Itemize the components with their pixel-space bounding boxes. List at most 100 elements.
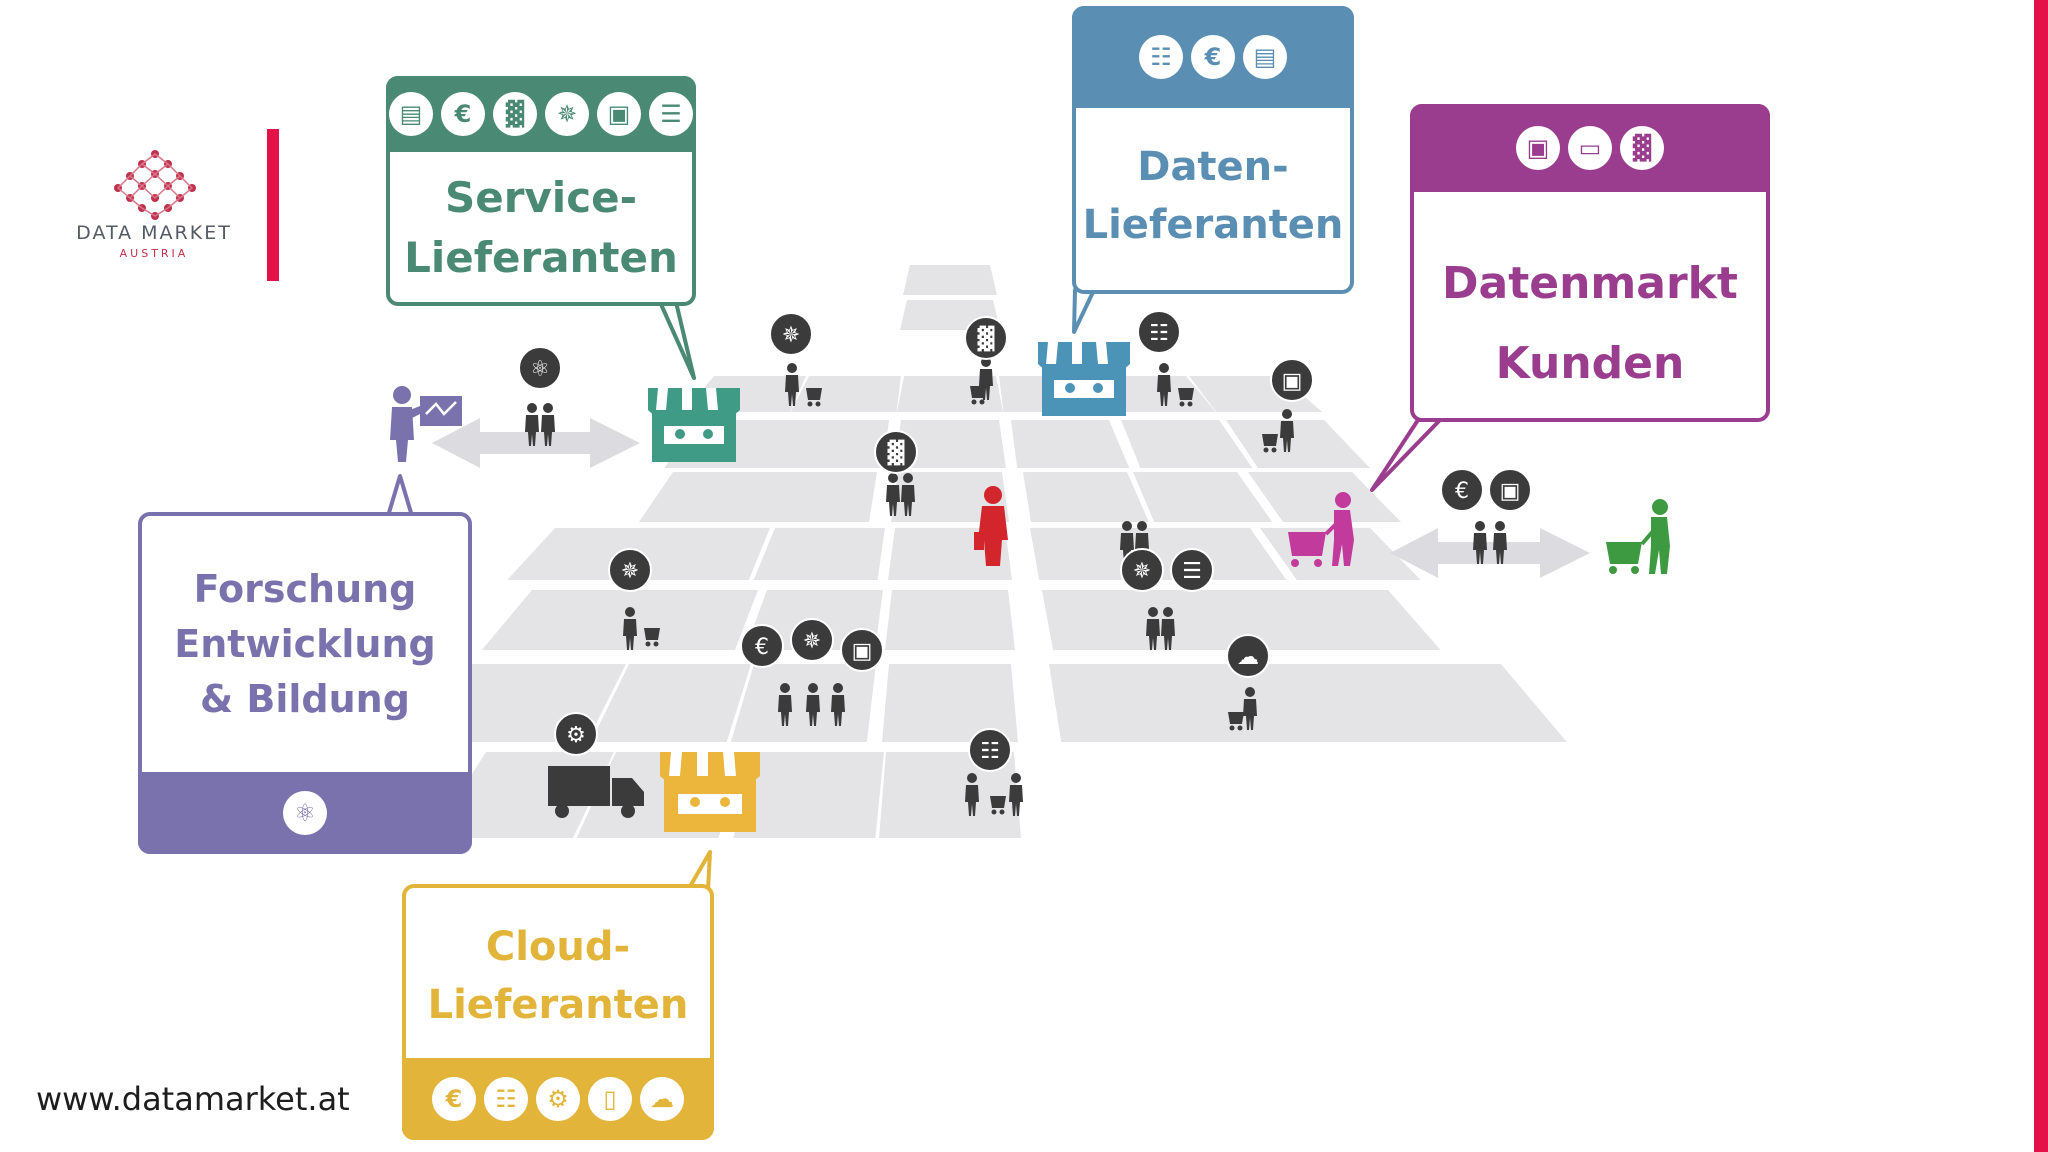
code-window-icon: ▭ xyxy=(1568,126,1612,170)
icon-circles-layer: ⚛✵▓☷▣▓✵✵☰€✵▣☁⚙☷€▣ xyxy=(518,310,1532,772)
svg-text:▓: ▓ xyxy=(978,325,995,352)
document-icon: ▤ xyxy=(389,92,433,136)
dark-icon-circle: € xyxy=(1440,468,1484,512)
person-figure xyxy=(1473,521,1487,564)
grid-tile xyxy=(605,590,758,650)
atom-icon: ⚛ xyxy=(283,791,327,835)
dark-icon-circle: ▣ xyxy=(1488,468,1532,512)
cart-figure xyxy=(644,628,660,647)
svg-text:☷: ☷ xyxy=(1149,321,1169,346)
euro-icon: € xyxy=(1191,35,1235,79)
svg-text:☁: ☁ xyxy=(1237,645,1259,670)
page-edge-bar xyxy=(2034,0,2048,1152)
svg-text:€: € xyxy=(1455,479,1469,504)
svg-text:▣: ▣ xyxy=(1500,479,1521,504)
dark-icon-circle: ⚙ xyxy=(554,712,598,756)
grid-tile xyxy=(1248,472,1401,522)
bubble-forschung: Forschung Entwicklung & Bildung ⚛ xyxy=(138,512,472,854)
tail-daten xyxy=(1072,288,1096,334)
svg-text:✵: ✵ xyxy=(782,323,800,348)
svg-text:⚛: ⚛ xyxy=(530,357,550,382)
grid-tile xyxy=(897,376,1003,412)
euro-icon: € xyxy=(441,92,485,136)
dark-icon-circle: ▣ xyxy=(1270,358,1314,402)
svg-text:⚙: ⚙ xyxy=(566,723,586,748)
grid-tile xyxy=(590,664,751,742)
store-cloud xyxy=(660,752,760,832)
svg-text:▣: ▣ xyxy=(852,639,873,664)
market-operator-figure xyxy=(974,486,1008,566)
person-figure xyxy=(831,683,845,726)
grid-tile xyxy=(639,472,777,522)
researcher-figure xyxy=(390,386,462,462)
grid-tile xyxy=(1157,590,1312,650)
kunden-icon-band: ▣▭▓ xyxy=(1410,104,1770,192)
person-figure xyxy=(901,473,915,516)
grid-tile xyxy=(1226,420,1370,468)
dark-icon-circle: ☷ xyxy=(968,728,1012,772)
bubble-cloud-lieferanten: Cloud- Lieferanten €☷⚙▯☁ xyxy=(402,884,714,1140)
cart-figure xyxy=(806,388,822,407)
grid-tile xyxy=(903,265,997,295)
dark-icon-circle: ✵ xyxy=(769,312,813,356)
person-figure xyxy=(1493,521,1507,564)
service-title: Service- Lieferanten xyxy=(404,173,678,282)
customer-figure-magenta xyxy=(1288,492,1354,567)
document-icon: ▤ xyxy=(1243,35,1287,79)
cloud-icon: ☁ xyxy=(640,1077,684,1121)
cart-figure xyxy=(990,796,1006,815)
grid-tile xyxy=(891,472,1009,522)
cart-figure xyxy=(1178,388,1194,407)
person-figure xyxy=(1146,607,1160,650)
double-arrow-left xyxy=(432,418,640,468)
logo-name: DATA MARKET xyxy=(76,222,232,244)
grid-tile xyxy=(894,420,1006,468)
dark-icon-circle: ☰ xyxy=(1170,548,1214,592)
people-layer xyxy=(525,357,1507,816)
tail-forschung xyxy=(386,474,414,518)
person-figure xyxy=(541,403,555,446)
grid-tile xyxy=(879,752,1021,838)
website-url[interactable]: www.datamarket.at xyxy=(36,1080,350,1118)
customer-figure-green xyxy=(1606,499,1670,574)
grid-tile xyxy=(1133,472,1273,522)
dark-icon-circle: ▣ xyxy=(840,628,884,672)
kunden-title: Datenmarkt Kunden xyxy=(1442,258,1738,389)
data-market-logo-mark xyxy=(114,150,196,220)
gears-icon: ⚙ xyxy=(536,1077,580,1121)
person-figure xyxy=(525,403,539,446)
cart-figure xyxy=(1228,712,1244,731)
service-icon-band: ▤€▓✵▣☰ xyxy=(386,76,696,152)
store-service xyxy=(648,388,740,462)
grid-tile xyxy=(1121,420,1253,468)
dark-icon-circle: ☷ xyxy=(1137,310,1181,354)
forschung-icon-band: ⚛ xyxy=(138,772,472,854)
person-figure xyxy=(1161,607,1175,650)
daten-title: Daten- Lieferanten xyxy=(1082,144,1344,248)
tablet-icon: ▯ xyxy=(588,1077,632,1121)
dark-icon-circle: ⚛ xyxy=(518,346,562,390)
grid-tile xyxy=(753,528,885,580)
grid-tile xyxy=(770,420,889,468)
person-figure xyxy=(778,683,792,726)
dark-icon-circle: ☁ xyxy=(1226,634,1270,678)
person-figure xyxy=(623,607,637,650)
grid-tile xyxy=(1023,472,1149,522)
euro-icon: € xyxy=(432,1077,476,1121)
server-icon: ☷ xyxy=(1139,35,1183,79)
grid-tile xyxy=(733,752,884,838)
grid-tile xyxy=(751,472,877,522)
grid-tile xyxy=(882,664,1018,742)
svg-text:☷: ☷ xyxy=(980,739,1000,764)
grid-tile xyxy=(624,528,770,580)
dark-icon-circle: € xyxy=(740,624,784,668)
dark-icon-circle: ✵ xyxy=(608,548,652,592)
cloud-title: Cloud- Lieferanten xyxy=(427,924,689,1028)
svg-text:✵: ✵ xyxy=(621,559,639,584)
grid-tile xyxy=(1379,664,1567,742)
person-figure xyxy=(886,473,900,516)
hierarchy-icon: ☷ xyxy=(484,1077,528,1121)
person-figure xyxy=(806,683,820,726)
dark-icon-circle: ▓ xyxy=(874,430,918,474)
